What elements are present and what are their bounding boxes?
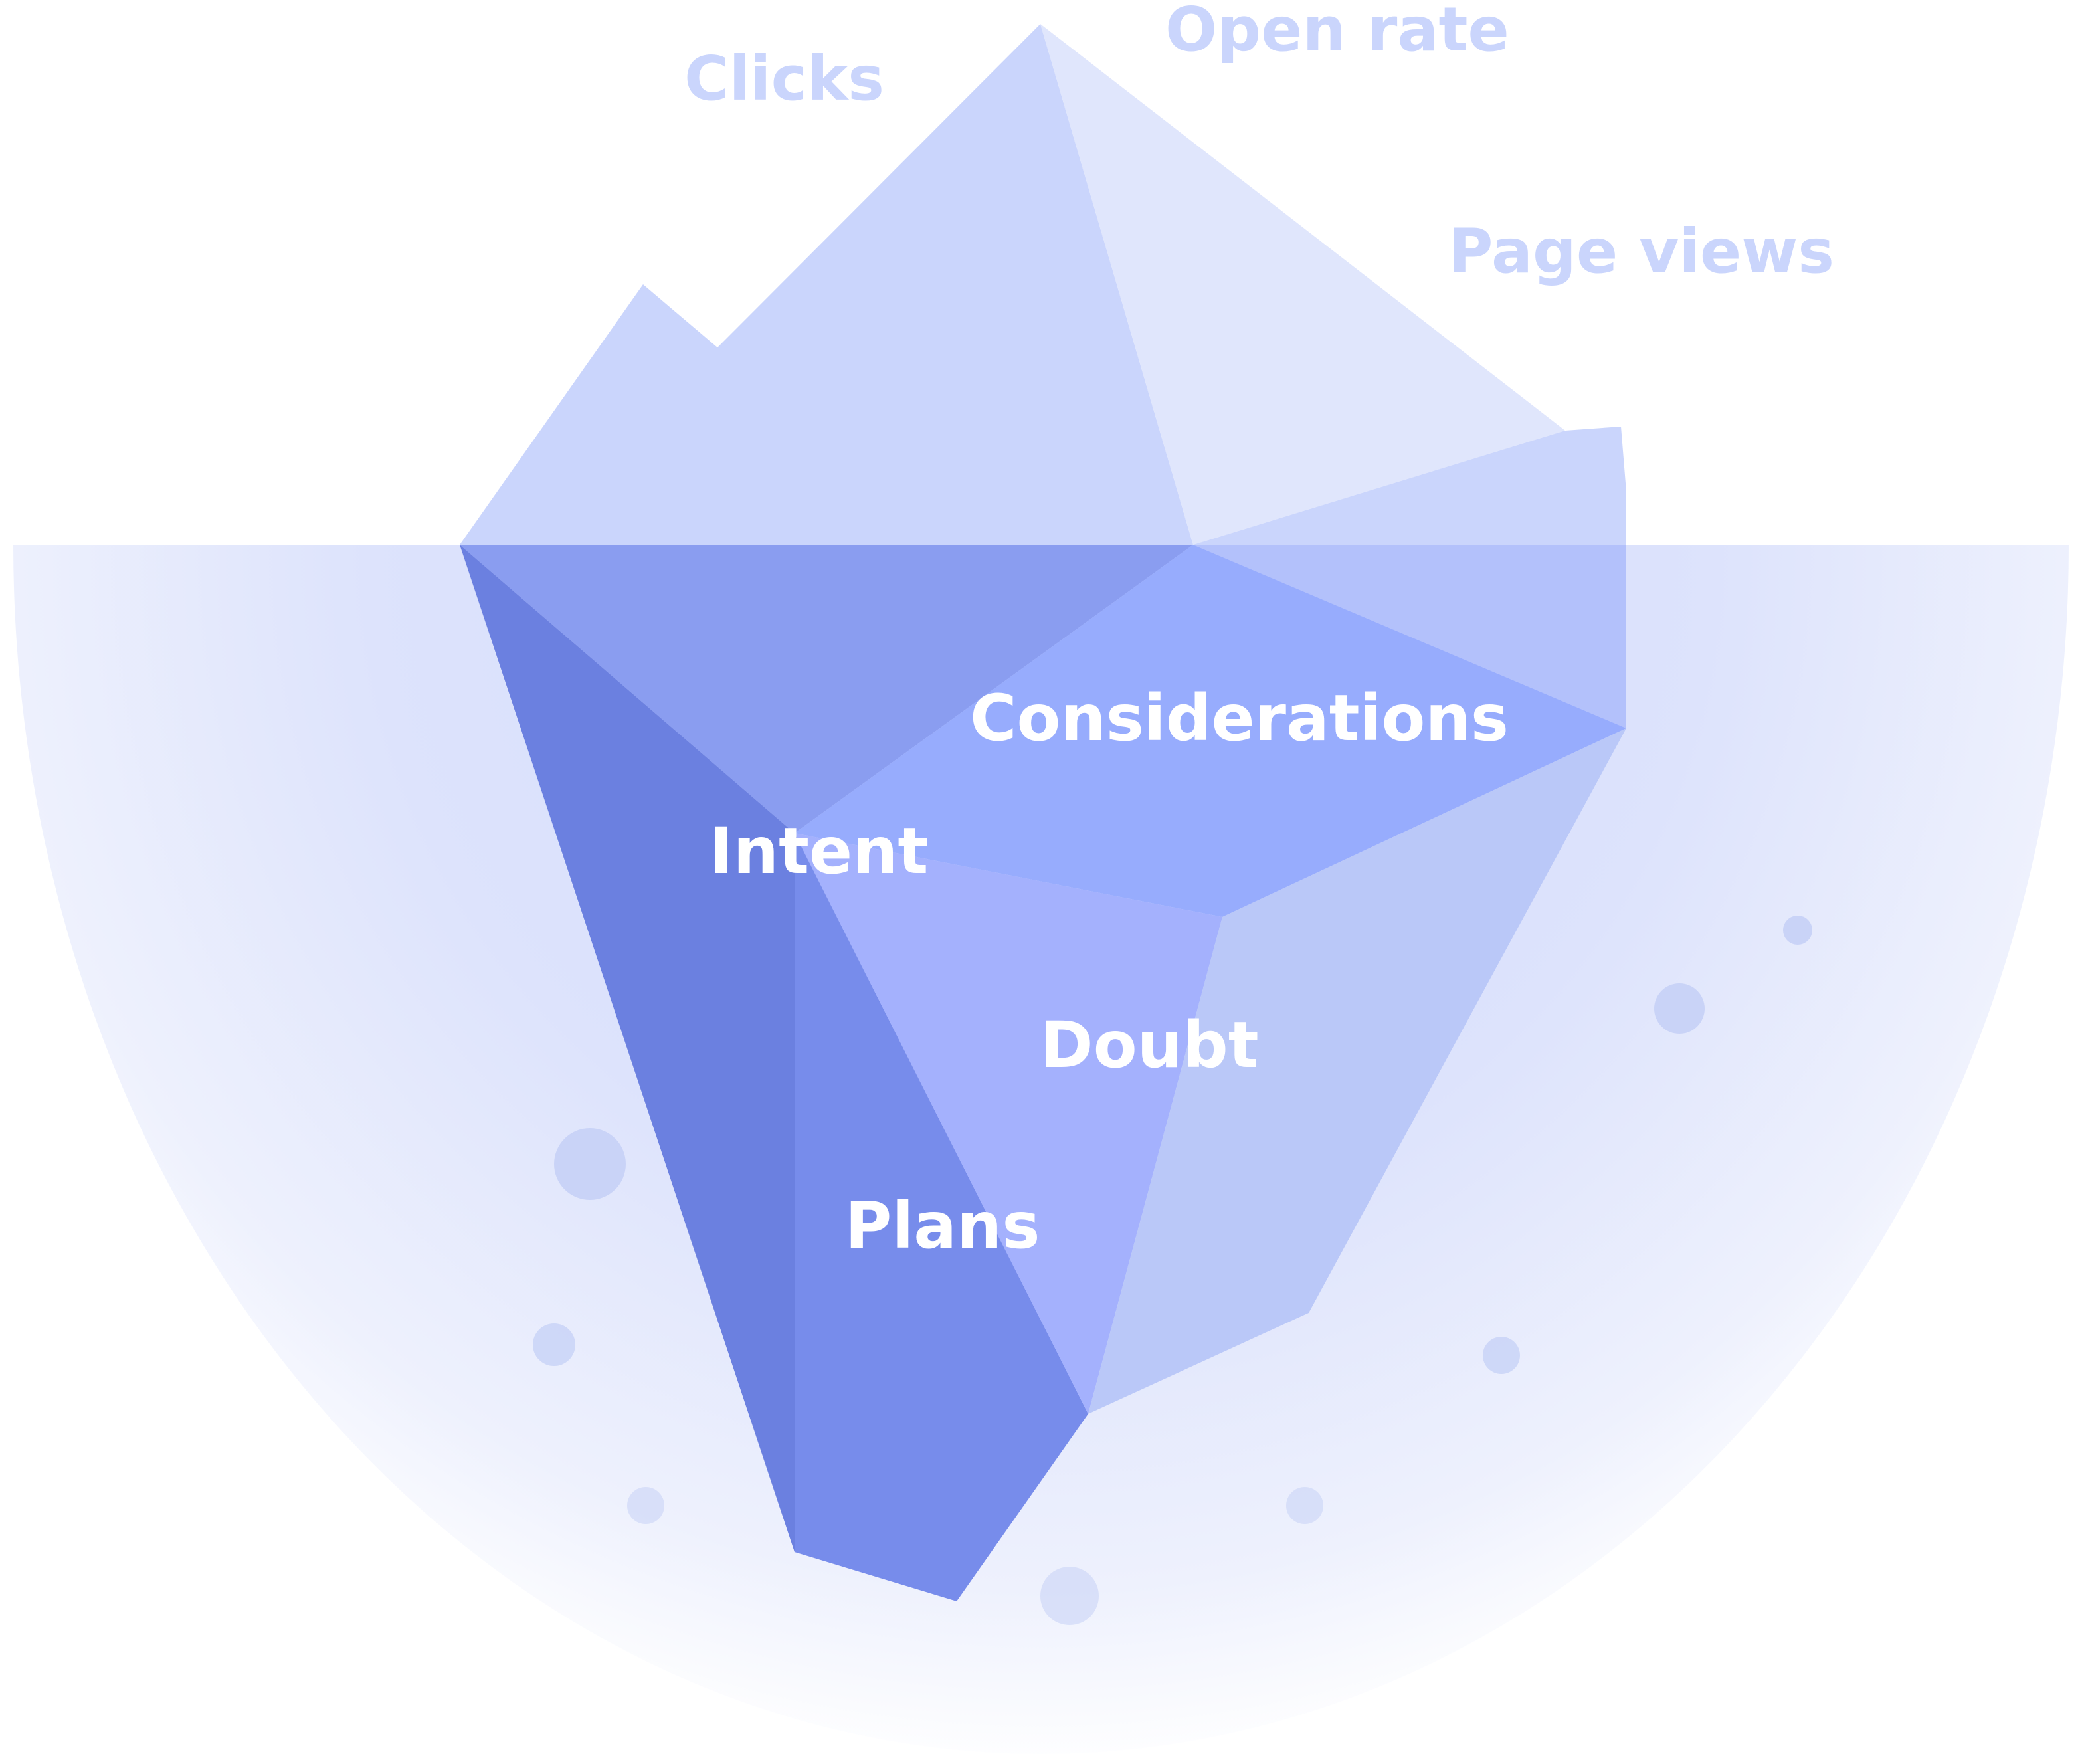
- iceberg-face-top: [460, 545, 1193, 833]
- label-page-views: Page views: [1448, 216, 1834, 287]
- iceberg-face-considerations: [795, 545, 1626, 917]
- bubbles: [533, 916, 1812, 1625]
- bubble: [1040, 1567, 1099, 1625]
- bubble: [1286, 1487, 1323, 1524]
- label-intent: Intent: [710, 814, 928, 888]
- label-considerations: Considerations: [970, 681, 1509, 755]
- label-doubt: Doubt: [1040, 1008, 1259, 1082]
- iceberg-face-dark-left: [460, 545, 795, 1552]
- iceberg-tip-right-face: [1040, 24, 1565, 545]
- label-open-rate: Open rate: [1165, 0, 1509, 65]
- bubble: [554, 1128, 626, 1200]
- bubble: [1654, 983, 1705, 1034]
- iceberg-tip-left-face: [460, 24, 1193, 545]
- iceberg-face-plans: [795, 833, 1088, 1601]
- iceberg-tip-ledge: [1193, 427, 1626, 545]
- bubble: [1483, 1337, 1520, 1374]
- label-plans: Plans: [845, 1189, 1040, 1263]
- iceberg-face-right: [1088, 728, 1626, 1414]
- bubble: [533, 1323, 575, 1366]
- iceberg-face-doubt: [795, 833, 1222, 1414]
- bubble: [627, 1487, 664, 1524]
- bubble: [1783, 916, 1812, 945]
- label-clicks: Clicks: [684, 43, 884, 114]
